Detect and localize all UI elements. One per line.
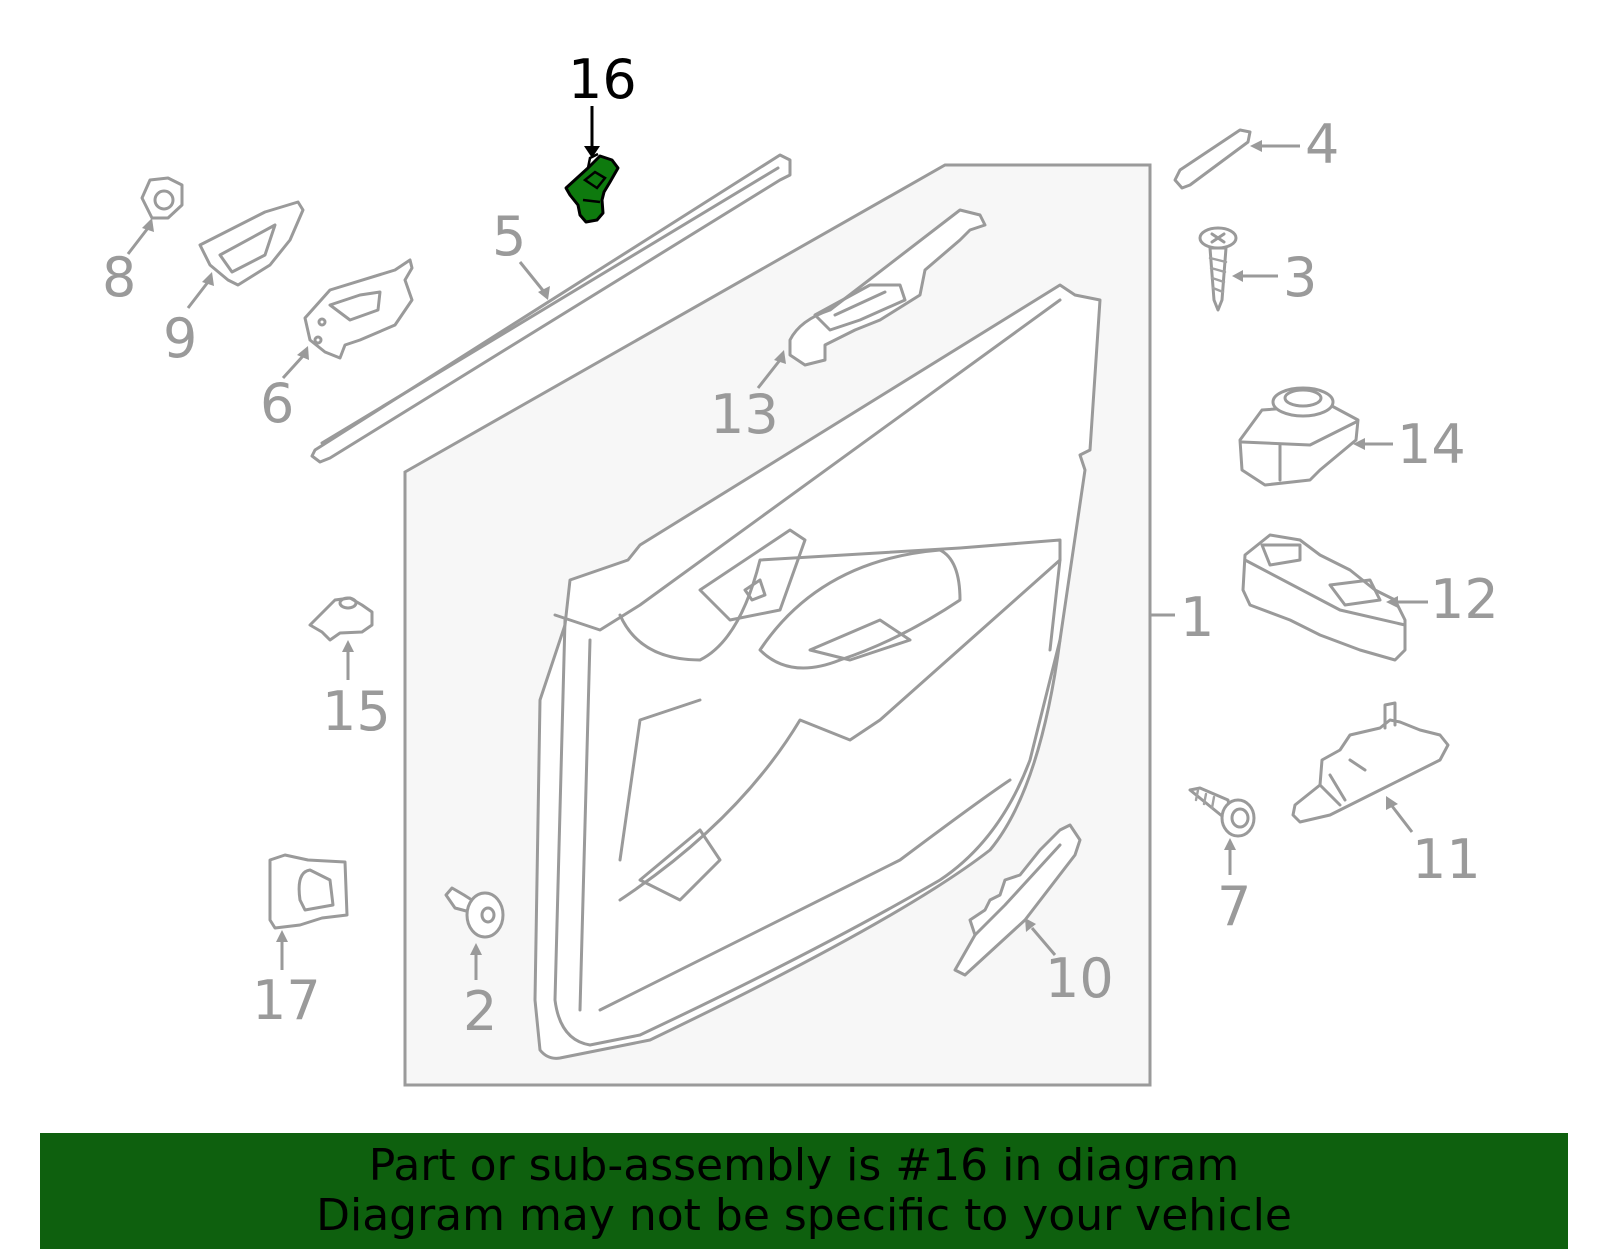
callout-7[interactable]: 7 [1217,838,1251,938]
callout-9[interactable]: 9 [163,272,214,370]
part-4-trim-strip[interactable] [1173,128,1252,190]
part-7-bolt[interactable] [1188,786,1256,838]
callout-13[interactable]: 13 [710,350,786,446]
part-8-nut[interactable] [140,176,184,220]
callout-17[interactable]: 17 [252,930,321,1032]
part-10-lower-trim[interactable] [953,823,1082,977]
callout-label-5: 5 [492,205,526,268]
callout-12[interactable]: 12 [1386,568,1499,631]
callout-label-17: 17 [252,969,321,1032]
callout-14[interactable]: 14 [1353,413,1466,476]
callout-label-11: 11 [1412,828,1481,891]
callout-label-14: 14 [1397,413,1466,476]
part-3-screw[interactable] [1198,226,1238,312]
part-12-window-switch[interactable] [1241,533,1407,662]
callout-15[interactable]: 15 [322,640,391,743]
part-17-cover[interactable] [268,853,349,930]
part-11-bracket[interactable] [1291,701,1450,824]
callout-label-6: 6 [260,372,294,435]
part-2-push-pin[interactable] [444,886,505,939]
callout-label-8: 8 [102,246,136,309]
callout-1[interactable]: 1 [1180,586,1214,649]
part-1-door-trim-panel[interactable] [403,163,1175,1087]
callout-5[interactable]: 5 [492,205,550,300]
callout-label-3: 3 [1283,246,1317,309]
callout-label-10: 10 [1045,947,1114,1010]
part-15-clip[interactable] [308,596,374,642]
callout-label-16: 16 [568,48,637,111]
callout-label-2: 2 [463,980,497,1043]
callout-label-12: 12 [1430,568,1499,631]
callout-10[interactable]: 10 [1025,918,1114,1010]
banner-line-disclaimer: Diagram may not be specific to your vehi… [316,1190,1292,1241]
callout-label-7: 7 [1217,875,1251,938]
callout-11[interactable]: 11 [1386,796,1481,891]
banner-line-part-number: Part or sub-assembly is #16 in diagram [368,1140,1240,1191]
callout-4[interactable]: 4 [1250,113,1339,176]
callout-label-4: 4 [1305,113,1339,176]
callout-6[interactable]: 6 [260,346,309,435]
part-6-door-handle[interactable] [303,258,414,360]
callout-2[interactable]: 2 [463,943,497,1043]
callout-label-15: 15 [322,680,391,743]
callout-label-1: 1 [1180,586,1214,649]
info-banner: Part or sub-assembly is #16 in diagram D… [40,1133,1568,1249]
part-14-mirror-switch[interactable] [1238,386,1360,487]
callout-label-13: 13 [710,383,779,446]
part-13-switch-bezel[interactable] [788,208,987,367]
callout-8[interactable]: 8 [102,218,154,309]
part-9-handle-bezel[interactable] [198,200,305,287]
callout-label-9: 9 [163,307,197,370]
part-5-belt-moulding[interactable] [310,153,792,464]
callout-3[interactable]: 3 [1232,246,1317,309]
callout-16[interactable]: 16 [568,48,637,158]
part-16-clip-highlighted[interactable] [564,152,620,224]
